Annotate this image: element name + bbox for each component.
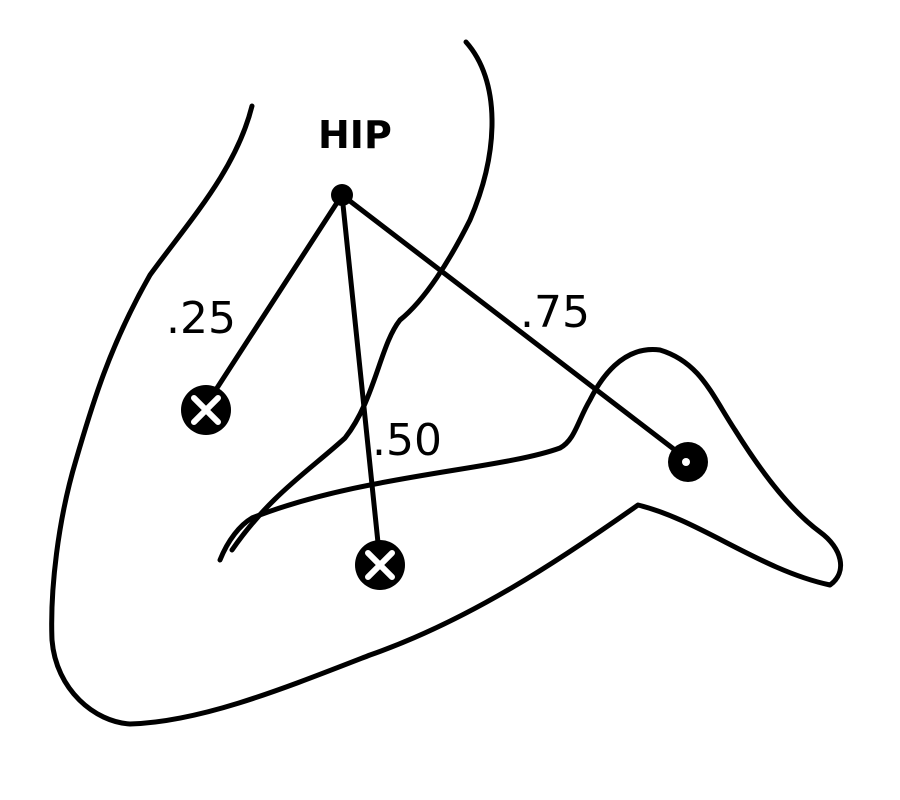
link-50 — [339, 192, 383, 565]
marker-50-icon — [355, 540, 405, 590]
marker-75-icon — [668, 442, 708, 482]
torso-back-outline — [49, 103, 843, 727]
thigh-front-outline — [229, 39, 495, 553]
hip-dot-icon — [331, 184, 353, 206]
link-75 — [339, 192, 691, 463]
hip-label: HIP — [318, 113, 392, 157]
link-25 — [203, 192, 345, 408]
marker-25-icon — [181, 385, 231, 435]
label-50: .50 — [372, 415, 442, 466]
label-75: .75 — [520, 287, 590, 338]
label-25: .25 — [166, 293, 236, 344]
